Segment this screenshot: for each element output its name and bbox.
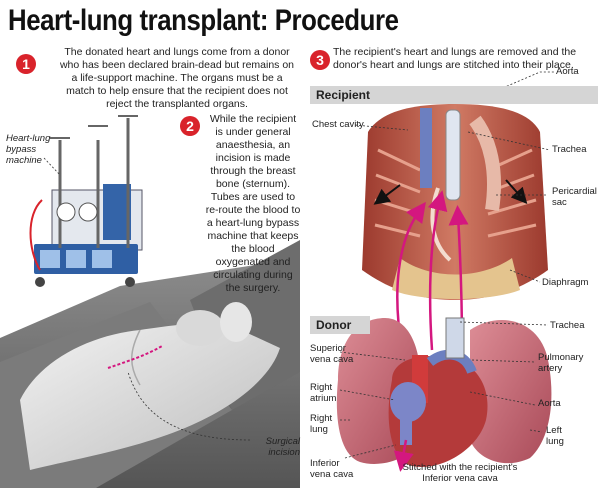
label-pulmonary-artery: Pulmonary artery <box>538 352 584 374</box>
patient-body <box>20 302 280 470</box>
label-bypass-machine: Heart-lung bypass machine <box>6 133 51 166</box>
step-number-3: 3 <box>310 50 330 70</box>
step-1-text: The donated heart and lungs come from a … <box>59 46 295 110</box>
step-3-text: The recipient's heart and lungs are remo… <box>333 46 577 71</box>
label-aorta-recipient: Aorta <box>556 66 579 77</box>
bypass-machine <box>29 115 143 287</box>
label-surgical-incision: Surgical incision <box>265 436 300 458</box>
label-trachea-donor: Trachea <box>550 320 585 331</box>
label-right-lung: Right lung <box>310 413 333 435</box>
donor-organs <box>336 317 552 467</box>
label-stitched-note: Stitched with the recipient's Inferior v… <box>402 462 518 484</box>
section-recipient: Recipient <box>310 86 598 104</box>
label-superior-vena-cava: Superior vena cava <box>310 343 354 365</box>
section-donor: Donor <box>310 316 370 334</box>
step-number-1: 1 <box>16 54 36 74</box>
recipient-chest <box>362 104 548 300</box>
label-pericardial-sac: Pericardial sac <box>552 186 597 208</box>
page-title: Heart-lung transplant: Procedure <box>8 4 399 37</box>
label-inferior-vena-cava: Inferior vena cava <box>310 458 354 480</box>
label-trachea-recipient: Trachea <box>552 144 587 155</box>
step-number-2: 2 <box>180 116 200 136</box>
label-left-lung: Left lung <box>546 425 564 447</box>
label-chest-cavity: Chest cavity <box>312 119 364 130</box>
label-aorta-donor: Aorta <box>538 398 561 409</box>
step-2-text: While the recipient is under general ana… <box>205 113 301 294</box>
label-right-atrium: Right atrium <box>310 382 337 404</box>
label-diaphragm: Diaphragm <box>542 277 589 288</box>
